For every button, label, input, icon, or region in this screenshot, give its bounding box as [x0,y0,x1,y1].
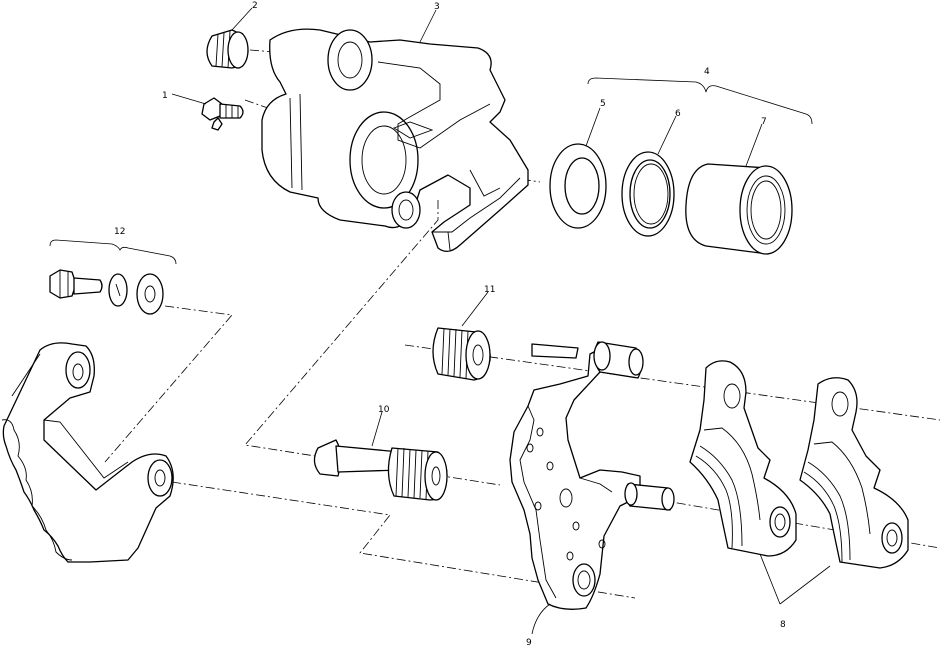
callout-1: 1 [162,91,168,101]
part-5-dust-seal [549,143,607,229]
part-11-bushing [432,327,491,381]
callout-labels: 1 2 3 4 5 6 7 8 9 10 11 12 [114,1,786,647]
mounting-bracket [1,342,174,563]
part-9-mounting-plate [509,341,675,610]
callout-3: 3 [434,2,440,12]
part-2-plug [206,29,249,69]
part-1-bleeder-valve [201,97,244,131]
callout-4: 4 [704,67,710,77]
assembly-lines [104,49,941,599]
callout-8: 8 [780,620,786,630]
callout-7: 7 [761,117,767,127]
part-10-pin-and-bushing [313,439,448,501]
leader-lines [171,7,831,635]
callout-5: 5 [600,99,606,109]
part-6-piston-seal [621,151,675,237]
part-8-brake-pad-inner [689,360,797,557]
callout-9: 9 [526,638,532,647]
callout-6: 6 [675,109,681,119]
group-brackets [49,77,813,265]
part-3-caliper-body [261,28,529,252]
callout-2: 2 [252,1,258,11]
part-12-bolt-and-washers [49,269,164,315]
part-8-brake-pad-outer [799,377,909,569]
callout-10: 10 [378,405,390,415]
callout-11: 11 [484,285,495,295]
callout-12: 12 [114,227,125,237]
part-7-piston [685,163,793,255]
